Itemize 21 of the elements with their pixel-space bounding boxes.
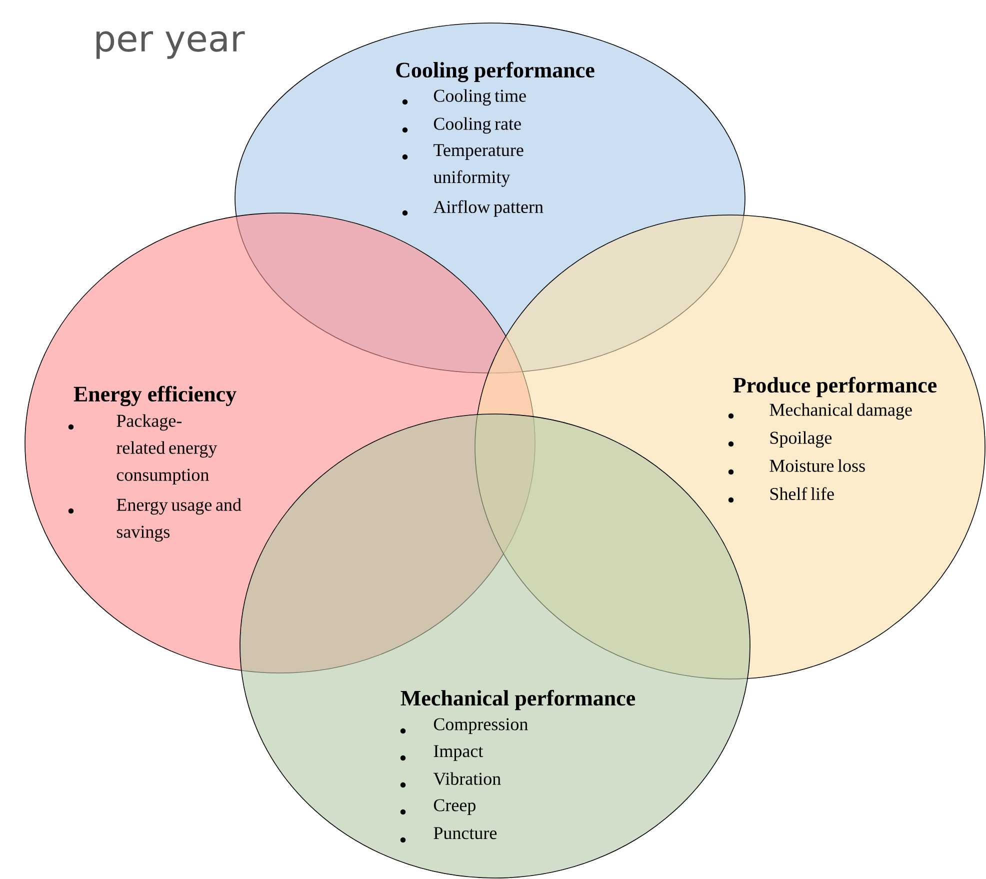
circle-heading: Mechanical performance [400, 690, 636, 710]
bullet-item: Moisture loss [728, 459, 865, 475]
bullet-item: Creep [400, 799, 476, 815]
circle-heading: Cooling performance [396, 62, 594, 82]
bullet-item: Spoilage [728, 431, 832, 448]
bullet-item: Impact [400, 745, 484, 761]
circle-heading: Energy efficiency [74, 386, 236, 406]
bullet-item: Shelf life [728, 487, 834, 503]
circle-heading: Produce performance [733, 376, 937, 398]
bullet-item: Energy usage and savings [68, 498, 242, 542]
bullet-item: Cooling rate [402, 117, 521, 134]
heading-fragment: per year [96, 31, 245, 59]
venn-circle [240, 414, 750, 878]
bullet-item: Puncture [400, 827, 497, 843]
bullet-item: Compression [400, 718, 528, 734]
bullet-item: Mechanical damage [728, 403, 912, 420]
bullet-item: Airflow pattern [402, 200, 544, 217]
bullet-item: Vibration [400, 772, 501, 788]
bullet-item: Package-related energy consumption [68, 414, 218, 485]
bullet-item: Temperature uniformity [402, 144, 524, 187]
bullet-item: Cooling time [402, 89, 526, 106]
